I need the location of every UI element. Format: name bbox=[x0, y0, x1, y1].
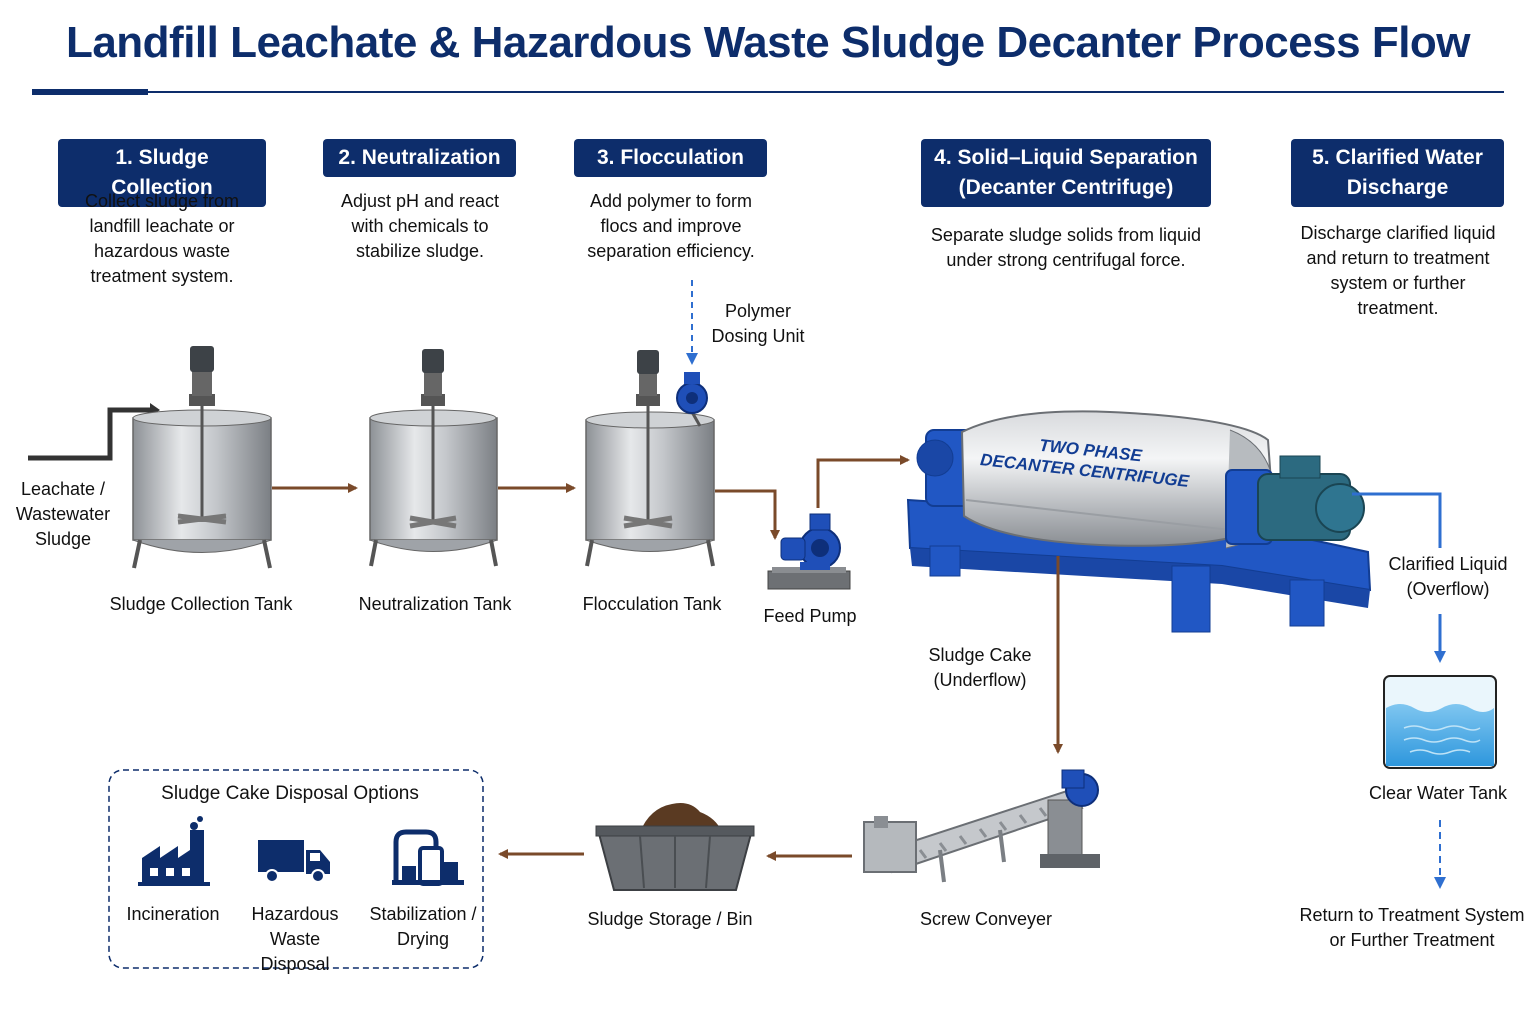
incineration-icon bbox=[138, 816, 210, 886]
stabilization-drying-icon bbox=[392, 829, 464, 886]
step-4-description: Separate sludge solids from liquid under… bbox=[930, 225, 1202, 270]
arrow-pump-to-decanter bbox=[816, 455, 910, 508]
clear-water-tank-label: Clear Water Tank bbox=[1368, 783, 1508, 803]
step-5-badge-line1: 5. Clarified Water bbox=[1312, 146, 1483, 169]
neutralization-tank bbox=[369, 349, 498, 567]
sludge-collection-tank bbox=[132, 346, 272, 569]
step-1-badge: 1. Sludge Collection bbox=[58, 139, 266, 207]
return-label: Return to Treatment System or Further Tr… bbox=[1299, 905, 1525, 950]
step-4-badge-line2: (Decanter Centrifuge) bbox=[958, 176, 1174, 199]
decanter-centrifuge: TWO PHASE DECANTER CENTRIFUGE bbox=[906, 410, 1372, 633]
step-4-badge-line1: 4. Solid–Liquid Separation bbox=[934, 146, 1198, 169]
step-5-description: Discharge clarified liquid and return to… bbox=[1300, 223, 1496, 318]
feed-pump-label: Feed Pump bbox=[763, 606, 857, 626]
polymer-dosing-unit-label: Polymer Dosing Unit bbox=[711, 301, 805, 346]
screw-conveyer-label: Screw Conveyer bbox=[919, 909, 1053, 929]
clear-water-tank-icon bbox=[1383, 675, 1497, 769]
flocculation-tank-label: Flocculation Tank bbox=[582, 594, 722, 614]
arrow-tank3-to-pump bbox=[715, 489, 780, 540]
title-underline-accent bbox=[32, 89, 148, 95]
disposal-option-incineration: Incineration bbox=[126, 904, 220, 924]
inlet-pipe bbox=[28, 407, 155, 461]
inlet-label: Leachate / Wastewater Sludge bbox=[15, 479, 111, 549]
hazardous-waste-truck-icon bbox=[258, 840, 330, 883]
disposal-title: Sludge Cake Disposal Options bbox=[161, 783, 419, 804]
clarified-liquid-line bbox=[1352, 492, 1442, 548]
step-2-description: Adjust pH and react with chemicals to st… bbox=[340, 191, 500, 261]
storage-bin-label: Sludge Storage / Bin bbox=[587, 909, 753, 929]
disposal-options-box bbox=[108, 769, 484, 969]
page-title: Landfill Leachate & Hazardous Waste Slud… bbox=[65, 18, 1471, 67]
sludge-cake-label: Sludge Cake (Underflow) bbox=[928, 645, 1032, 690]
step-5-badge-line2: Discharge bbox=[1346, 176, 1449, 199]
screw-conveyer-icon bbox=[863, 769, 1100, 883]
step-1-description: Collect sludge from landfill leachate or… bbox=[84, 191, 240, 286]
step-3-description: Add polymer to form flocs and improve se… bbox=[587, 191, 755, 261]
flocculation-tank bbox=[585, 350, 715, 567]
step-4-badge: 4. Solid–Liquid Separation (Decanter Cen… bbox=[921, 139, 1211, 207]
clarified-liquid-label: Clarified Liquid (Overflow) bbox=[1388, 554, 1508, 599]
disposal-option-stabilization: Stabilization / Drying bbox=[369, 904, 477, 949]
sludge-storage-bin-icon bbox=[595, 803, 755, 891]
collection-tank-label: Sludge Collection Tank bbox=[109, 594, 293, 614]
polymer-dosing-pump bbox=[676, 372, 708, 427]
step-2-badge: 2. Neutralization bbox=[323, 139, 516, 177]
neutralization-tank-label: Neutralization Tank bbox=[358, 594, 512, 614]
disposal-option-hazardous-waste: Hazardous Waste Disposal bbox=[251, 904, 339, 974]
step-3-badge: 3. Flocculation bbox=[574, 139, 767, 177]
feed-pump bbox=[767, 513, 851, 590]
step-5-badge: 5. Clarified Water Discharge bbox=[1291, 139, 1504, 207]
